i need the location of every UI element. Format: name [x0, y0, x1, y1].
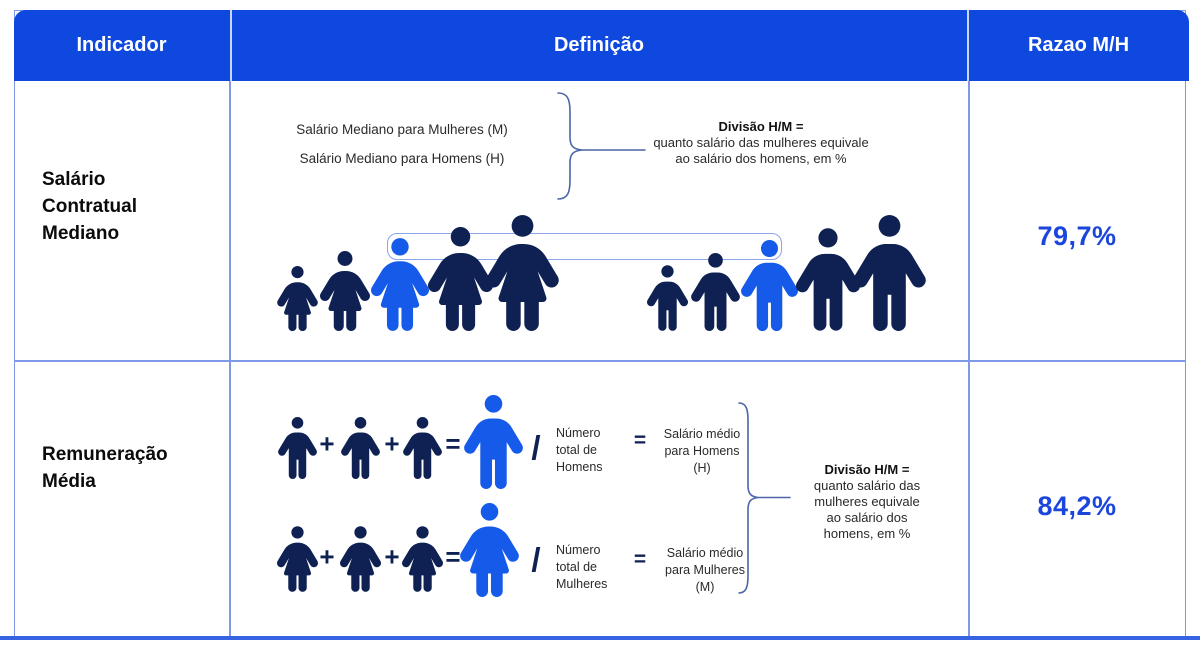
ratio-value-row2: 84,2% [1037, 491, 1117, 521]
result-women-text: Salário médio para Mulheres (M) [665, 546, 745, 594]
median-women-text: Salário Mediano para Mulheres (M) [296, 122, 508, 137]
table-column-border [229, 81, 231, 636]
highlighted-man-icon [741, 240, 798, 331]
indicators-table: Indicador Definição Razao M/H [13, 9, 1189, 637]
divide-operator: / [531, 429, 541, 466]
median-salary-lines: Salário Mediano para Mulheres (M) Salári… [237, 115, 567, 173]
table-row-border [15, 360, 1185, 362]
man-icon [796, 228, 860, 331]
bottom-accent-bar [0, 636, 1200, 640]
division-text-row2: quanto salário das mulheres equivale ao … [813, 478, 921, 541]
plus-operator: + [384, 428, 400, 459]
plus-operator: + [384, 541, 400, 572]
ratio-value-row1: 79,7% [1037, 221, 1117, 251]
man-icon [403, 417, 442, 479]
division-title-row2: Divisão H/M = [824, 462, 910, 477]
woman-icon [320, 251, 370, 331]
man-icon [341, 417, 380, 479]
row2-indicator-label: Remuneração Média [42, 444, 168, 492]
woman-icon [486, 215, 559, 331]
median-men-text: Salário Mediano para Homens (H) [299, 151, 505, 166]
plus-operator: + [319, 428, 335, 459]
division-text-row1: quanto salário das mulheres equivale ao … [653, 135, 869, 166]
highlighted-man-icon [464, 395, 523, 489]
median-highlight-box [387, 233, 782, 260]
man-icon [853, 215, 926, 331]
curly-brace-icon [557, 92, 646, 200]
table-header: Indicador Definição Razao M/H [13, 9, 1189, 81]
divisor-men-text: Número total de Homens [556, 426, 603, 474]
highlighted-woman-icon [371, 238, 429, 331]
header-ratio: Razao M/H [1027, 33, 1130, 56]
divide-operator: / [531, 541, 541, 578]
man-icon [691, 253, 740, 331]
row1-indicator-label: Salário Contratual Mediano [42, 169, 137, 244]
curly-brace-icon [738, 402, 791, 594]
table-column-border [968, 81, 970, 636]
header-indicator: Indicador [76, 33, 167, 56]
woman-icon [428, 227, 493, 331]
equals-operator: = [633, 429, 647, 452]
division-note-row2: Divisão H/M = quanto salário das mulhere… [777, 462, 957, 542]
header-definition: Definição [229, 9, 969, 81]
result-men-text: Salário médio para Homens (H) [663, 427, 741, 475]
divisor-women-text: Número total de Mulheres [556, 543, 608, 591]
equals-operator: = [445, 428, 461, 459]
woman-icon [402, 526, 443, 592]
equals-operator: = [633, 548, 647, 571]
division-title-row1: Divisão H/M = [718, 119, 804, 134]
woman-icon [277, 526, 318, 592]
highlighted-woman-icon [460, 503, 519, 597]
division-note-row1: Divisão H/M = quanto salário das mulhere… [611, 119, 911, 167]
woman-icon [277, 266, 318, 331]
plus-operator: + [319, 541, 335, 572]
man-icon [647, 265, 688, 331]
woman-icon [340, 526, 381, 592]
equals-operator: = [445, 541, 461, 572]
man-icon [278, 417, 317, 479]
